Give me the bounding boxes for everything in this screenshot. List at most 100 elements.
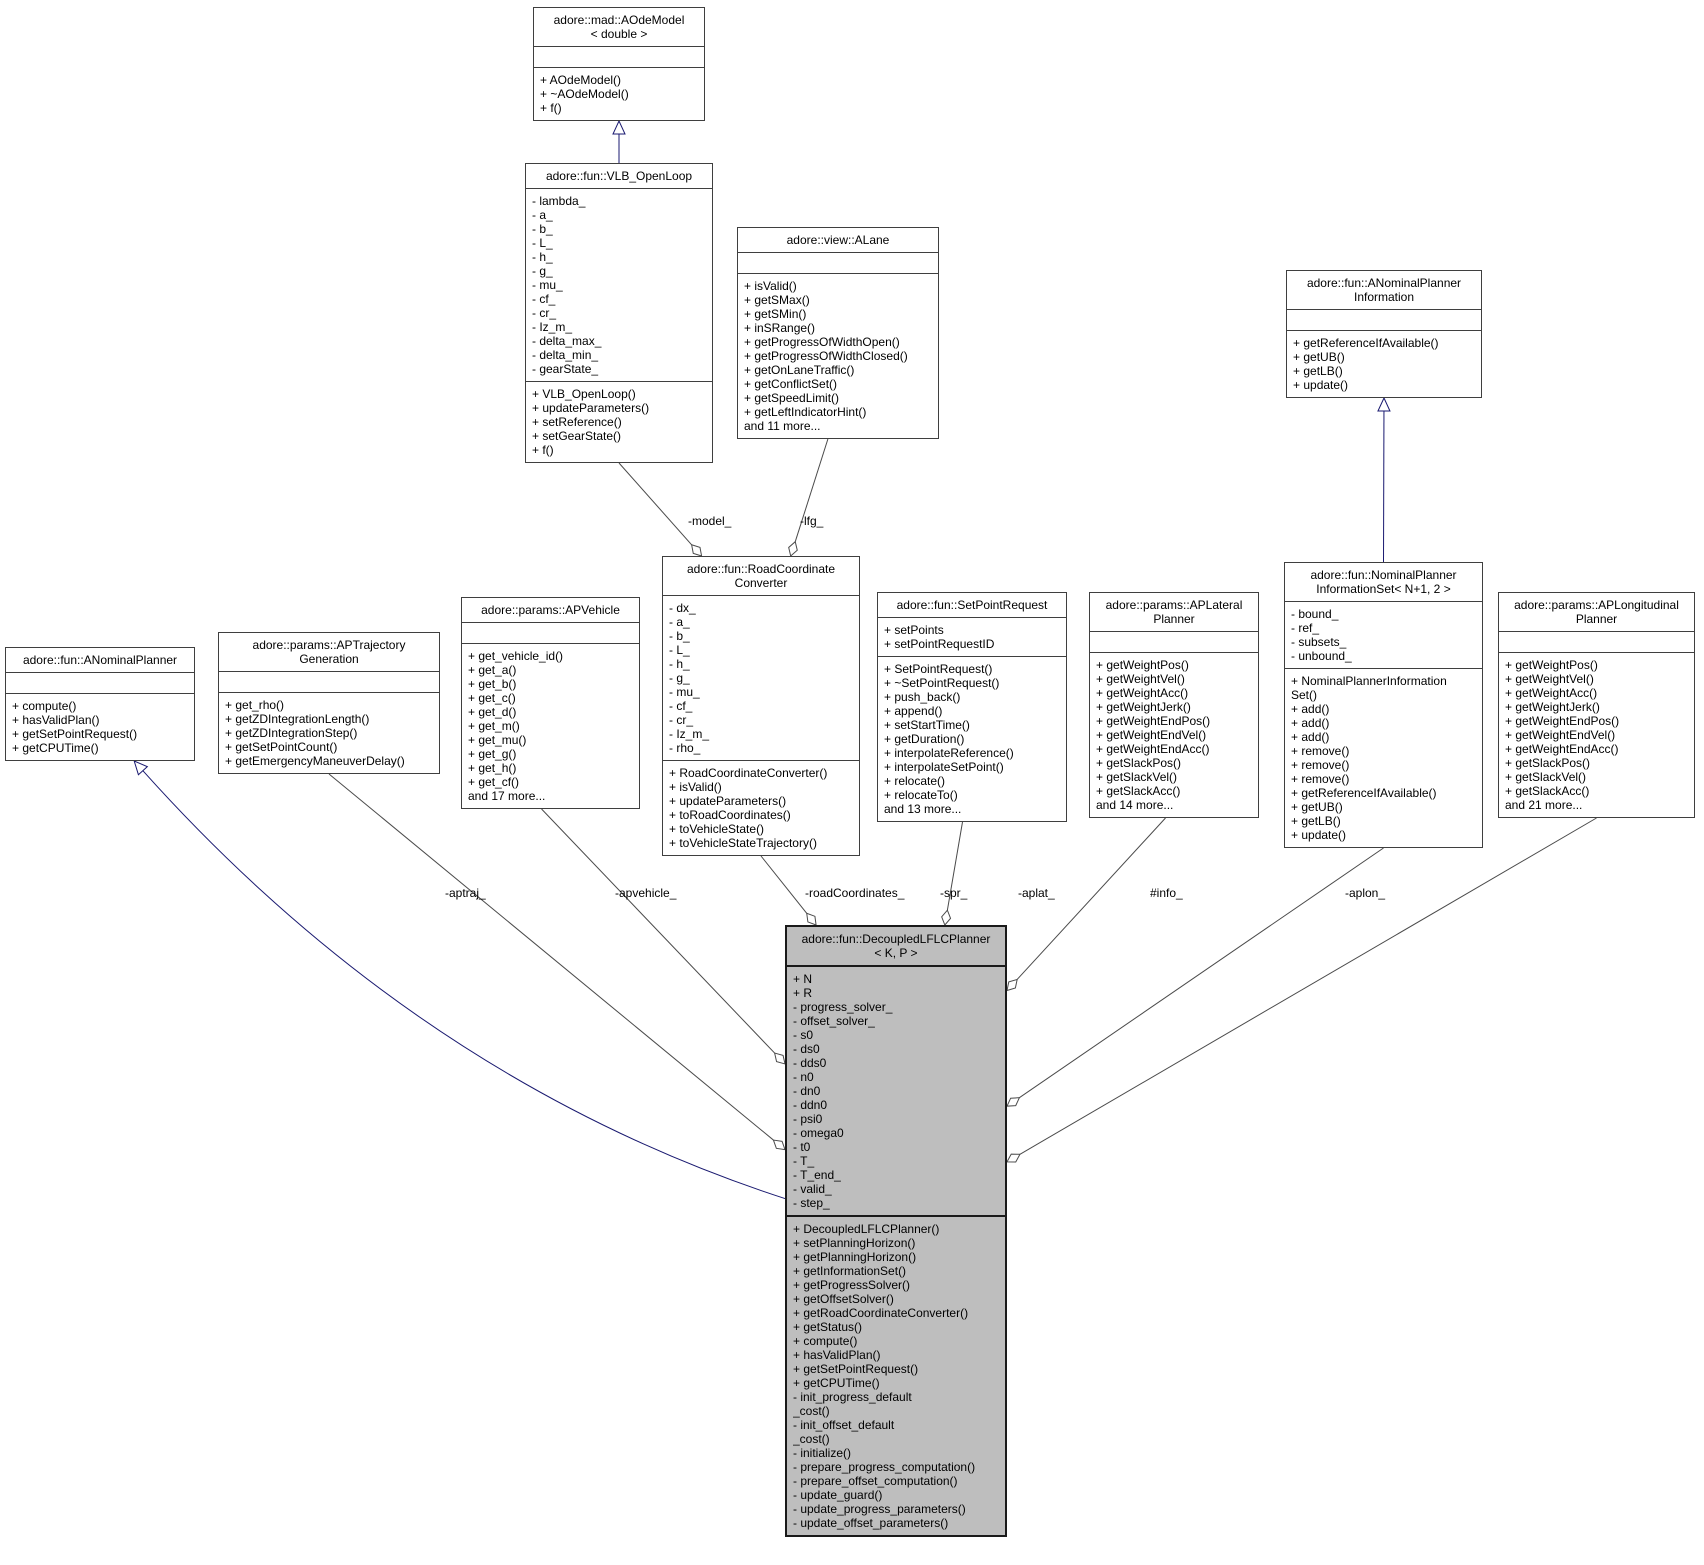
class-attributes: + N+ R- progress_solver_- offset_solver_…: [787, 965, 1005, 1215]
edge-label-model: -model_: [688, 514, 732, 528]
class-member: + setGearState(): [532, 429, 622, 443]
class-member: - ds0: [793, 1042, 820, 1056]
class-methods: + VLB_OpenLoop()+ updateParameters()+ se…: [526, 381, 712, 462]
class-member: + getConflictSet(): [744, 377, 838, 391]
edge-label-lfg: -lfg_: [800, 514, 824, 528]
class-member: + get_d(): [468, 705, 517, 719]
class-member: - a_: [532, 208, 553, 222]
class-member: + getOnLaneTraffic(): [744, 363, 855, 377]
class-member: and 14 more...: [1096, 798, 1174, 812]
class-title: adore::fun::SetPointRequest: [878, 593, 1066, 617]
class-title-line: adore::params::APLateral: [1105, 598, 1243, 612]
class-methods: + AOdeModel()+ ~AOdeModel()+ f(): [534, 67, 704, 120]
class-box-decoupled-lflc-planner: adore::fun::DecoupledLFLCPlanner< K, P >…: [785, 925, 1007, 1537]
class-member: + getDuration(): [884, 732, 965, 746]
class-box-alane[interactable]: adore::view::ALane+ isValid()+ getSMax()…: [737, 227, 939, 439]
class-member: + getSlackAcc(): [1096, 784, 1181, 798]
class-member: + setPointRequestID: [884, 637, 995, 651]
class-member: + getWeightJerk(): [1505, 700, 1600, 714]
class-member: - n0: [793, 1070, 814, 1084]
class-attributes: [1090, 631, 1258, 652]
class-member: + get_b(): [468, 677, 517, 691]
class-member: + toVehicleStateTrajectory(): [669, 836, 817, 850]
class-member: + getWeightVel(): [1505, 672, 1594, 686]
edge-inheritance: [1377, 396, 1391, 563]
class-member: + AOdeModel(): [540, 73, 622, 87]
class-member: + f(): [532, 443, 554, 457]
class-member: - delta_min_: [532, 348, 599, 362]
class-member: - unbound_: [1291, 649, 1352, 663]
class-member: + getWeightJerk(): [1096, 700, 1191, 714]
class-member: + isValid(): [669, 780, 722, 794]
class-member: - b_: [532, 222, 553, 236]
class-member: - valid_: [793, 1182, 832, 1196]
class-member: + getProgressOfWidthClosed(): [744, 349, 908, 363]
class-methods: + getReferenceIfAvailable()+ getUB()+ ge…: [1287, 330, 1481, 397]
class-member: and 17 more...: [468, 789, 546, 803]
class-member: + getCPUTime(): [793, 1376, 880, 1390]
class-member: + hasValidPlan(): [12, 713, 100, 727]
class-member: - Iz_m_: [669, 727, 710, 741]
class-title-line: adore::fun::ANominalPlanner: [22, 653, 178, 667]
class-member: + getReferenceIfAvailable(): [1291, 786, 1437, 800]
class-member: + interpolateSetPoint(): [884, 760, 1004, 774]
class-member: + SetPointRequest(): [884, 662, 993, 676]
class-member: - mu_: [532, 278, 563, 292]
class-member: + getInformationSet(): [793, 1264, 907, 1278]
edge-label-aptraj: -aptraj_: [445, 886, 486, 900]
edge-model: -model_: [618, 462, 732, 557]
class-member: - lambda_: [532, 194, 586, 208]
class-member: - T_end_: [793, 1168, 841, 1182]
class-member: + remove(): [1291, 772, 1350, 786]
class-member: + get_a(): [468, 663, 517, 677]
class-attributes: [1287, 309, 1481, 330]
class-member: - s0: [793, 1028, 814, 1042]
class-member: + relocate(): [884, 774, 946, 788]
class-member: + getSpeedLimit(): [744, 391, 840, 405]
class-member: + getSlackPos(): [1096, 756, 1182, 770]
class-member: + NominalPlannerInformation: [1291, 674, 1447, 688]
class-member: + getSlackVel(): [1096, 770, 1178, 784]
class-member: - initialize(): [793, 1446, 852, 1460]
class-member: + getReferenceIfAvailable(): [1293, 336, 1439, 350]
class-box-vlb-openloop[interactable]: adore::fun::VLB_OpenLoop- lambda_- a_- b…: [525, 163, 713, 463]
class-box-aodemodel[interactable]: adore::mad::AOdeModel< double >+ AOdeMod…: [533, 7, 705, 121]
class-member: + ~AOdeModel(): [540, 87, 629, 101]
edge-label-aplon: -aplon_: [1345, 886, 1385, 900]
class-member: - rho_: [669, 741, 701, 755]
class-box-anominal-planner[interactable]: adore::fun::ANominalPlanner+ compute()+ …: [5, 647, 195, 761]
class-member: - cr_: [669, 713, 693, 727]
class-member: + getCPUTime(): [12, 741, 99, 755]
edge-aplat: -aplat_: [1006, 817, 1166, 992]
class-box-set-point-request[interactable]: adore::fun::SetPointRequest+ setPoints+ …: [877, 592, 1067, 822]
class-member: - a_: [669, 615, 690, 629]
class-member: + add(): [1291, 730, 1330, 744]
class-box-apvehicle[interactable]: adore::params::APVehicle+ get_vehicle_id…: [461, 597, 640, 809]
class-title: adore::fun::ANominalPlanner: [6, 648, 194, 672]
class-member: - Iz_m_: [532, 320, 573, 334]
class-member: and 13 more...: [884, 802, 962, 816]
class-member: - mu_: [669, 685, 700, 699]
class-member: + getWeightEndAcc(): [1096, 742, 1210, 756]
class-member: - gearState_: [532, 362, 599, 376]
class-member: - init_offset_default: [793, 1418, 895, 1432]
class-member: + getWeightAcc(): [1505, 686, 1598, 700]
class-member: - ref_: [1291, 621, 1320, 635]
class-member: + getOffsetSolver(): [793, 1292, 894, 1306]
class-member: - progress_solver_: [793, 1000, 893, 1014]
class-member: - delta_max_: [532, 334, 602, 348]
class-member: + hasValidPlan(): [793, 1348, 881, 1362]
class-methods: + isValid()+ getSMax()+ getSMin()+ inSRa…: [738, 273, 938, 438]
class-attributes: + setPoints+ setPointRequestID: [878, 617, 1066, 656]
class-title-line: adore::fun::VLB_OpenLoop: [545, 169, 693, 183]
